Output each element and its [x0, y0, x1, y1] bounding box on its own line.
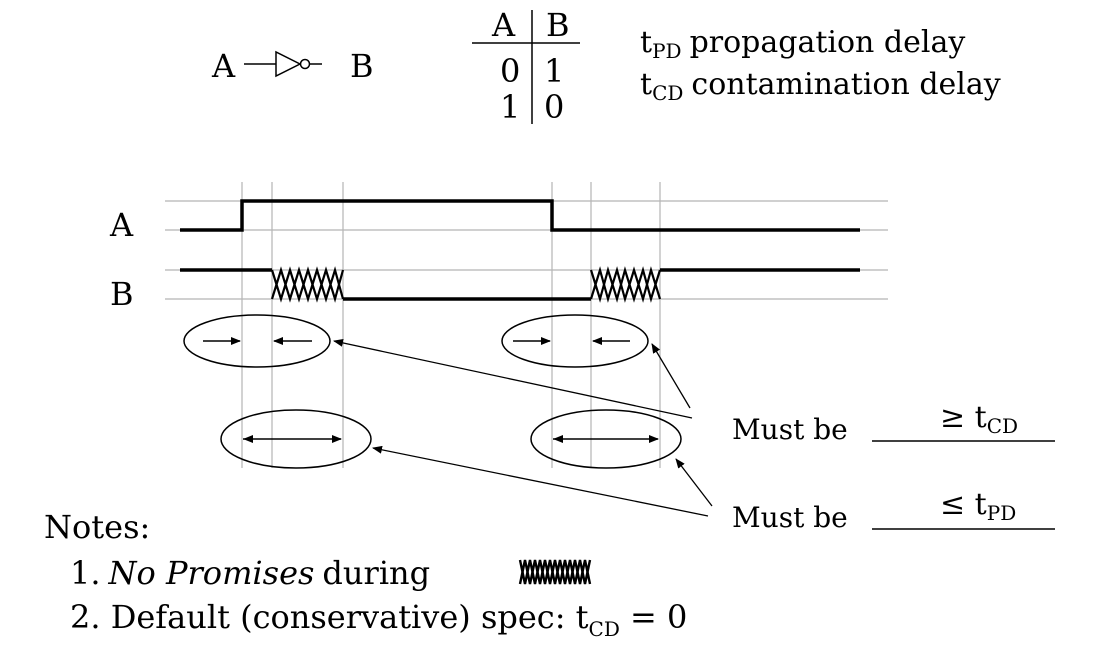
notes-title: Notes: — [44, 508, 150, 546]
callout-tpd: Must be ≤ tPD — [732, 487, 1055, 534]
tpd-interval-fall — [220, 409, 372, 469]
signal-a-label: A — [109, 206, 134, 244]
truth-header-b: B — [546, 6, 570, 44]
tpd-interval-rise — [530, 409, 682, 469]
callout-pointers — [333, 338, 713, 517]
truth-table: A B 0 1 1 0 — [472, 6, 580, 126]
callout-prefix: Must be — [732, 501, 848, 534]
inverter-triangle — [275, 50, 302, 78]
gate-input-label: A — [211, 47, 236, 85]
tcd-interval-fall — [183, 314, 331, 368]
callout-value: ≤ tPD — [940, 487, 1016, 525]
inverter-gate: A B — [211, 47, 374, 85]
inverter-bubble — [299, 58, 311, 70]
tcd-interval-rise — [501, 314, 649, 368]
truth-cell: 1 — [500, 88, 520, 126]
no-promises-region-rise — [589, 266, 662, 303]
no-promises-hatch-icon — [518, 559, 592, 585]
truth-cell: 1 — [544, 52, 564, 90]
callout-prefix: Must be — [732, 413, 848, 446]
note-2: 2. Default (conservative) spec: tCD = 0 — [70, 598, 687, 641]
gate-output-label: B — [350, 47, 374, 85]
no-promises-region-fall — [270, 266, 345, 303]
callout-tcd: Must be ≥ tCD — [732, 400, 1055, 446]
truth-cell: 0 — [500, 52, 520, 90]
callout-value: ≥ tCD — [940, 400, 1018, 438]
signal-b-label: B — [110, 275, 134, 313]
truth-header-a: A — [491, 6, 516, 44]
truth-cell: 0 — [544, 88, 564, 126]
signal-a-waveform — [180, 199, 860, 232]
